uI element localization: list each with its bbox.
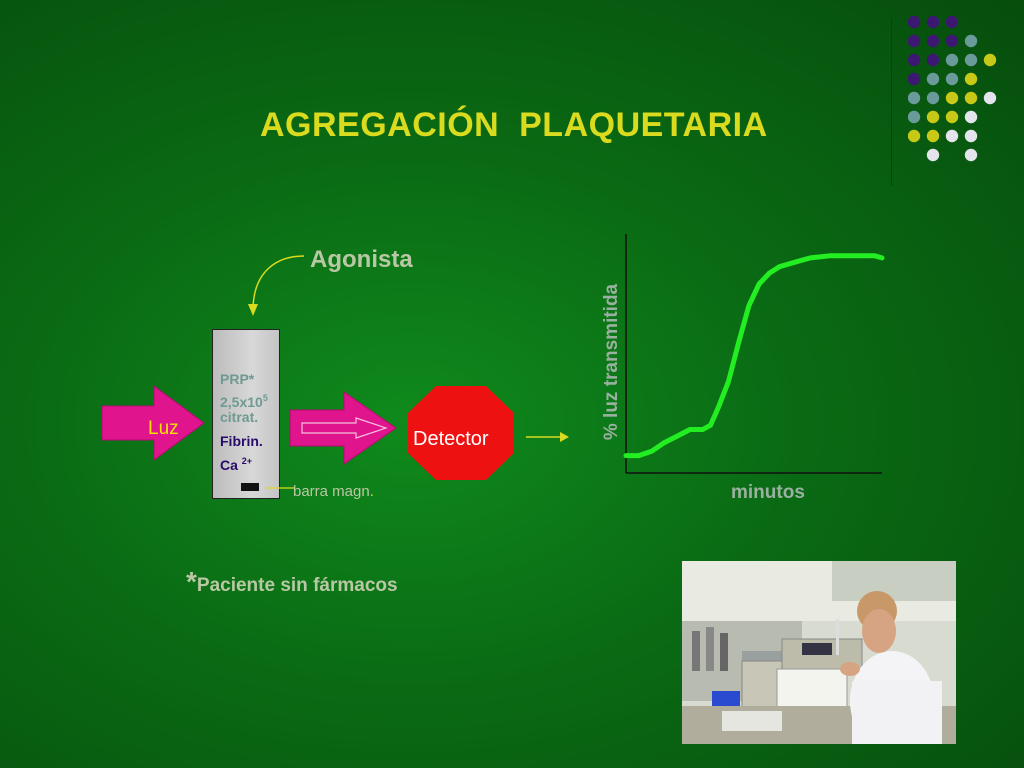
decor-dot bbox=[926, 72, 940, 86]
y-axis-label: % luz transmitida bbox=[601, 283, 622, 441]
decor-dot bbox=[983, 53, 997, 67]
decor-dot bbox=[945, 53, 959, 67]
decor-dot bbox=[908, 110, 921, 124]
decor-dot bbox=[964, 110, 978, 124]
magnet-label: barra magn. bbox=[293, 483, 374, 500]
magnet-leader-line bbox=[266, 487, 294, 489]
decor-dot bbox=[945, 34, 959, 48]
cuvette-calcium: Ca 2+ bbox=[220, 456, 253, 473]
decor-dot bbox=[926, 15, 940, 29]
decor-dot bbox=[964, 129, 978, 143]
decor-dot bbox=[945, 91, 959, 105]
curved-arrow-icon bbox=[248, 255, 305, 316]
lab-photo bbox=[682, 561, 956, 744]
output-arrow-icon bbox=[526, 432, 569, 442]
detector-octagon-icon bbox=[408, 386, 514, 480]
decor-dot bbox=[964, 91, 978, 105]
footnote: *Paciente sin fármacos bbox=[186, 566, 398, 597]
decor-dot bbox=[983, 91, 997, 105]
light-label: Luz bbox=[148, 418, 179, 439]
cuvette-fibrinogen: Fibrin. bbox=[220, 433, 263, 449]
decor-dot bbox=[908, 15, 921, 29]
light-arrow-icon bbox=[101, 385, 205, 461]
dot-grid-decoration bbox=[908, 15, 997, 162]
cuvette-citrate: citrat. bbox=[220, 409, 259, 425]
slide-title: AGREGACIÓN PLAQUETARIA bbox=[260, 106, 768, 144]
decor-dot bbox=[908, 129, 921, 143]
decor-dot bbox=[945, 110, 959, 124]
magnetic-bar bbox=[241, 483, 259, 491]
decor-dot bbox=[945, 72, 959, 86]
cuvette bbox=[212, 329, 280, 499]
x-axis-label: minutos bbox=[731, 482, 805, 503]
decor-dot bbox=[926, 34, 940, 48]
decor-dot bbox=[964, 72, 978, 86]
decor-dot bbox=[926, 148, 940, 162]
decor-dot bbox=[908, 72, 921, 86]
decor-dot bbox=[964, 34, 978, 48]
decor-dot bbox=[926, 91, 940, 105]
decor-dot bbox=[908, 53, 921, 67]
series-line-0 bbox=[623, 253, 885, 459]
transmitted-arrow-icon bbox=[289, 391, 397, 465]
detector-label: Detector bbox=[413, 428, 489, 450]
decor-dot bbox=[945, 15, 959, 29]
aggregation-chart bbox=[623, 234, 885, 474]
decor-dot bbox=[964, 148, 978, 162]
decor-dot bbox=[945, 129, 959, 143]
decor-dot bbox=[926, 110, 940, 124]
decor-dot bbox=[926, 53, 940, 67]
decor-dot bbox=[964, 53, 978, 67]
agonist-label: Agonista bbox=[310, 246, 413, 273]
vertical-divider bbox=[891, 18, 892, 186]
decor-dot bbox=[908, 34, 921, 48]
decor-dot bbox=[908, 91, 921, 105]
cuvette-concentration: 2,5x105 bbox=[220, 393, 268, 410]
cuvette-prp: PRP* bbox=[220, 371, 255, 387]
decor-dot bbox=[926, 129, 940, 143]
